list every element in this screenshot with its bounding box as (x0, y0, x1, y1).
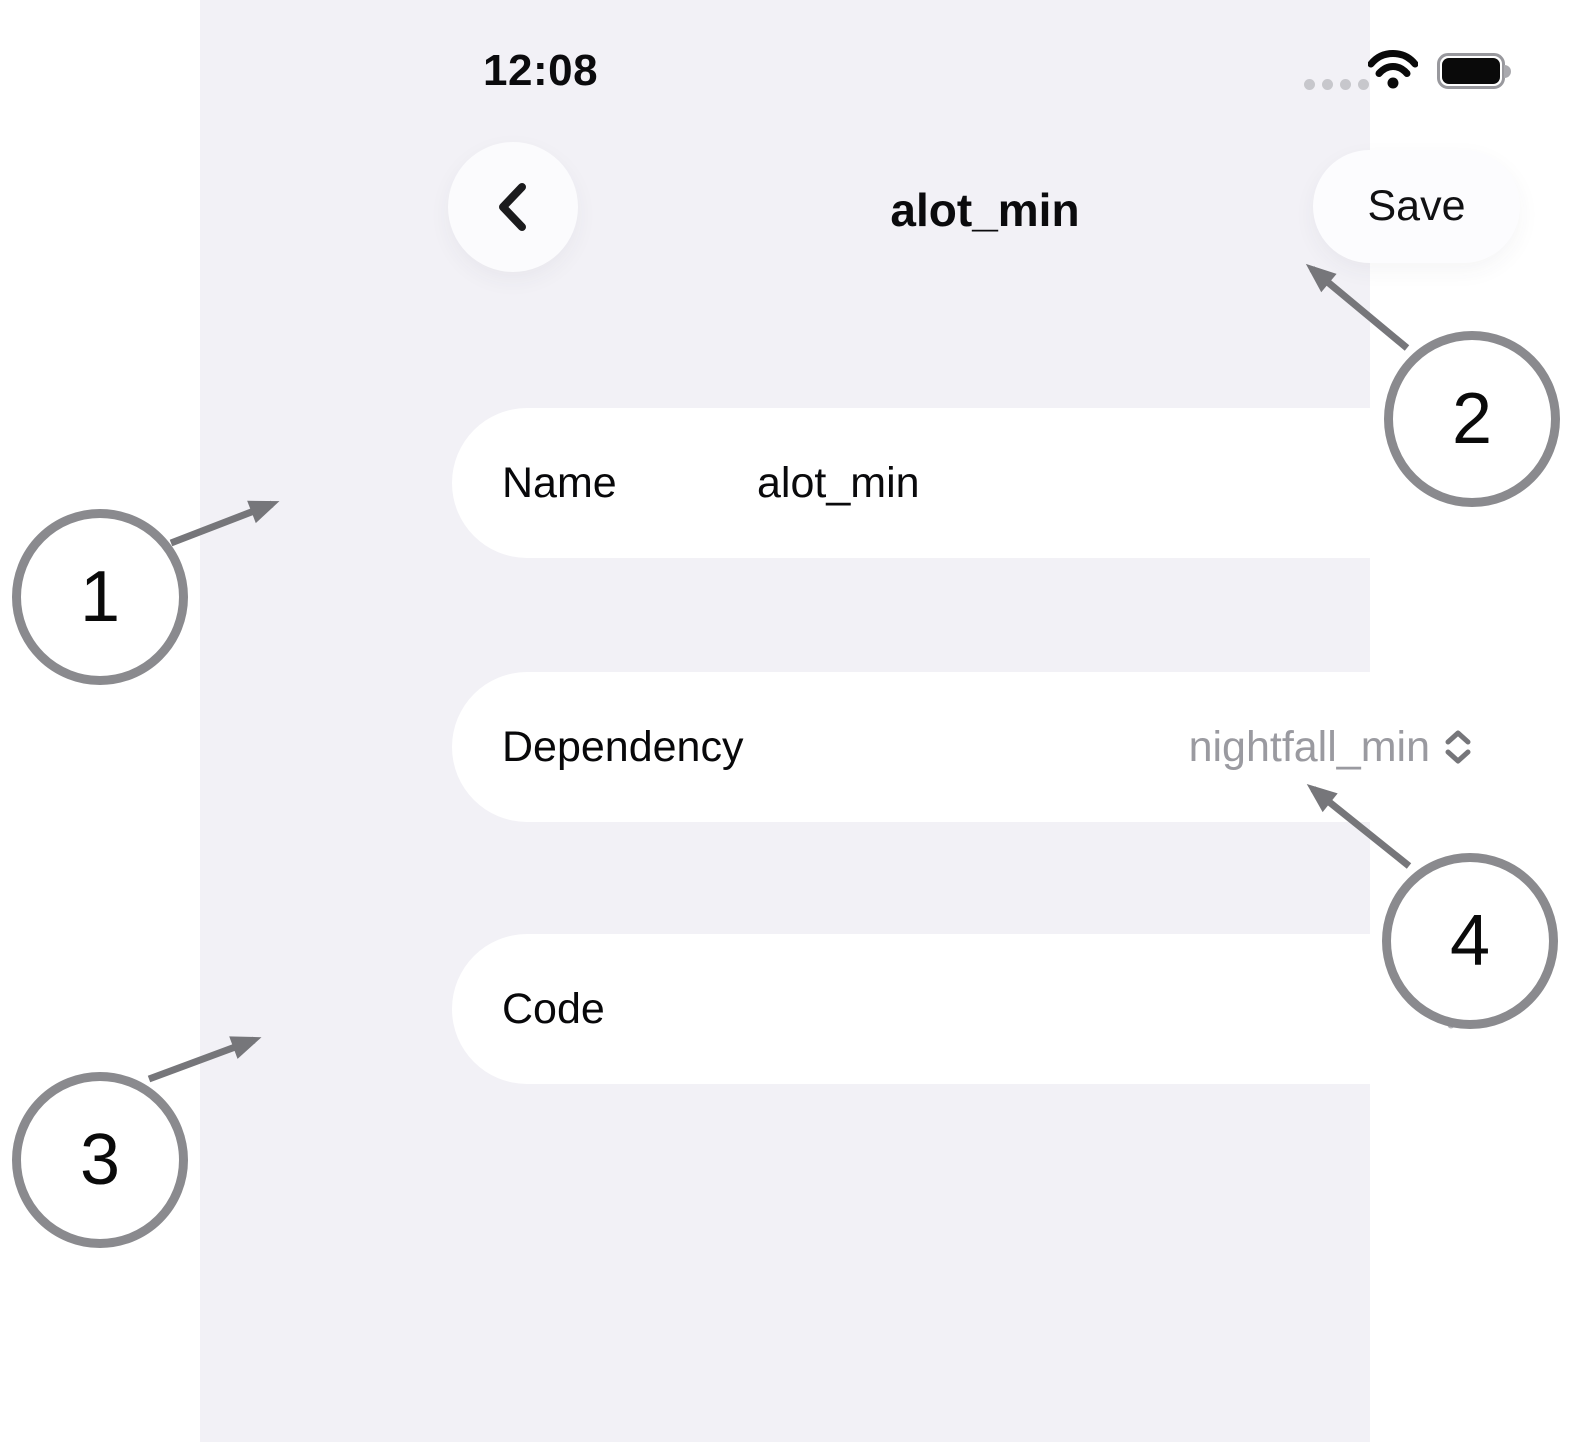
name-field-row[interactable]: Name alot_min (452, 408, 1522, 558)
annotation-callout-4: 4 (1382, 853, 1558, 1029)
phone-screen: 12:08 alot_min Save Name alot_min Depend… (200, 0, 1522, 1442)
dependency-selected-value: nightfall_min (1188, 722, 1430, 771)
chevron-left-icon (499, 183, 526, 231)
annotation-number: 1 (79, 557, 121, 637)
save-button-label: Save (1367, 182, 1466, 230)
name-field-label: Name (502, 458, 617, 507)
battery-icon (1437, 53, 1511, 89)
annotation-number: 2 (1451, 379, 1493, 459)
save-button[interactable]: Save (1313, 150, 1520, 263)
page-title: alot_min (890, 184, 1080, 236)
wifi-icon (1368, 50, 1418, 89)
annotation-callout-2: 2 (1384, 331, 1560, 507)
status-bar-time: 12:08 (483, 46, 599, 95)
annotation-number: 3 (79, 1120, 121, 1200)
annotation-callout-1: 1 (12, 509, 188, 685)
back-button[interactable] (448, 142, 578, 272)
dependency-picker-row[interactable]: Dependency nightfall_min (452, 672, 1522, 822)
name-field-value[interactable]: alot_min (757, 458, 920, 507)
annotation-number: 4 (1449, 901, 1491, 981)
dependency-label: Dependency (502, 722, 744, 771)
cellular-dots-icon (1304, 79, 1369, 90)
chevron-up-down-icon (1445, 730, 1471, 764)
code-row[interactable]: Code (452, 934, 1522, 1084)
code-label: Code (502, 984, 605, 1033)
annotation-callout-3: 3 (12, 1072, 188, 1248)
